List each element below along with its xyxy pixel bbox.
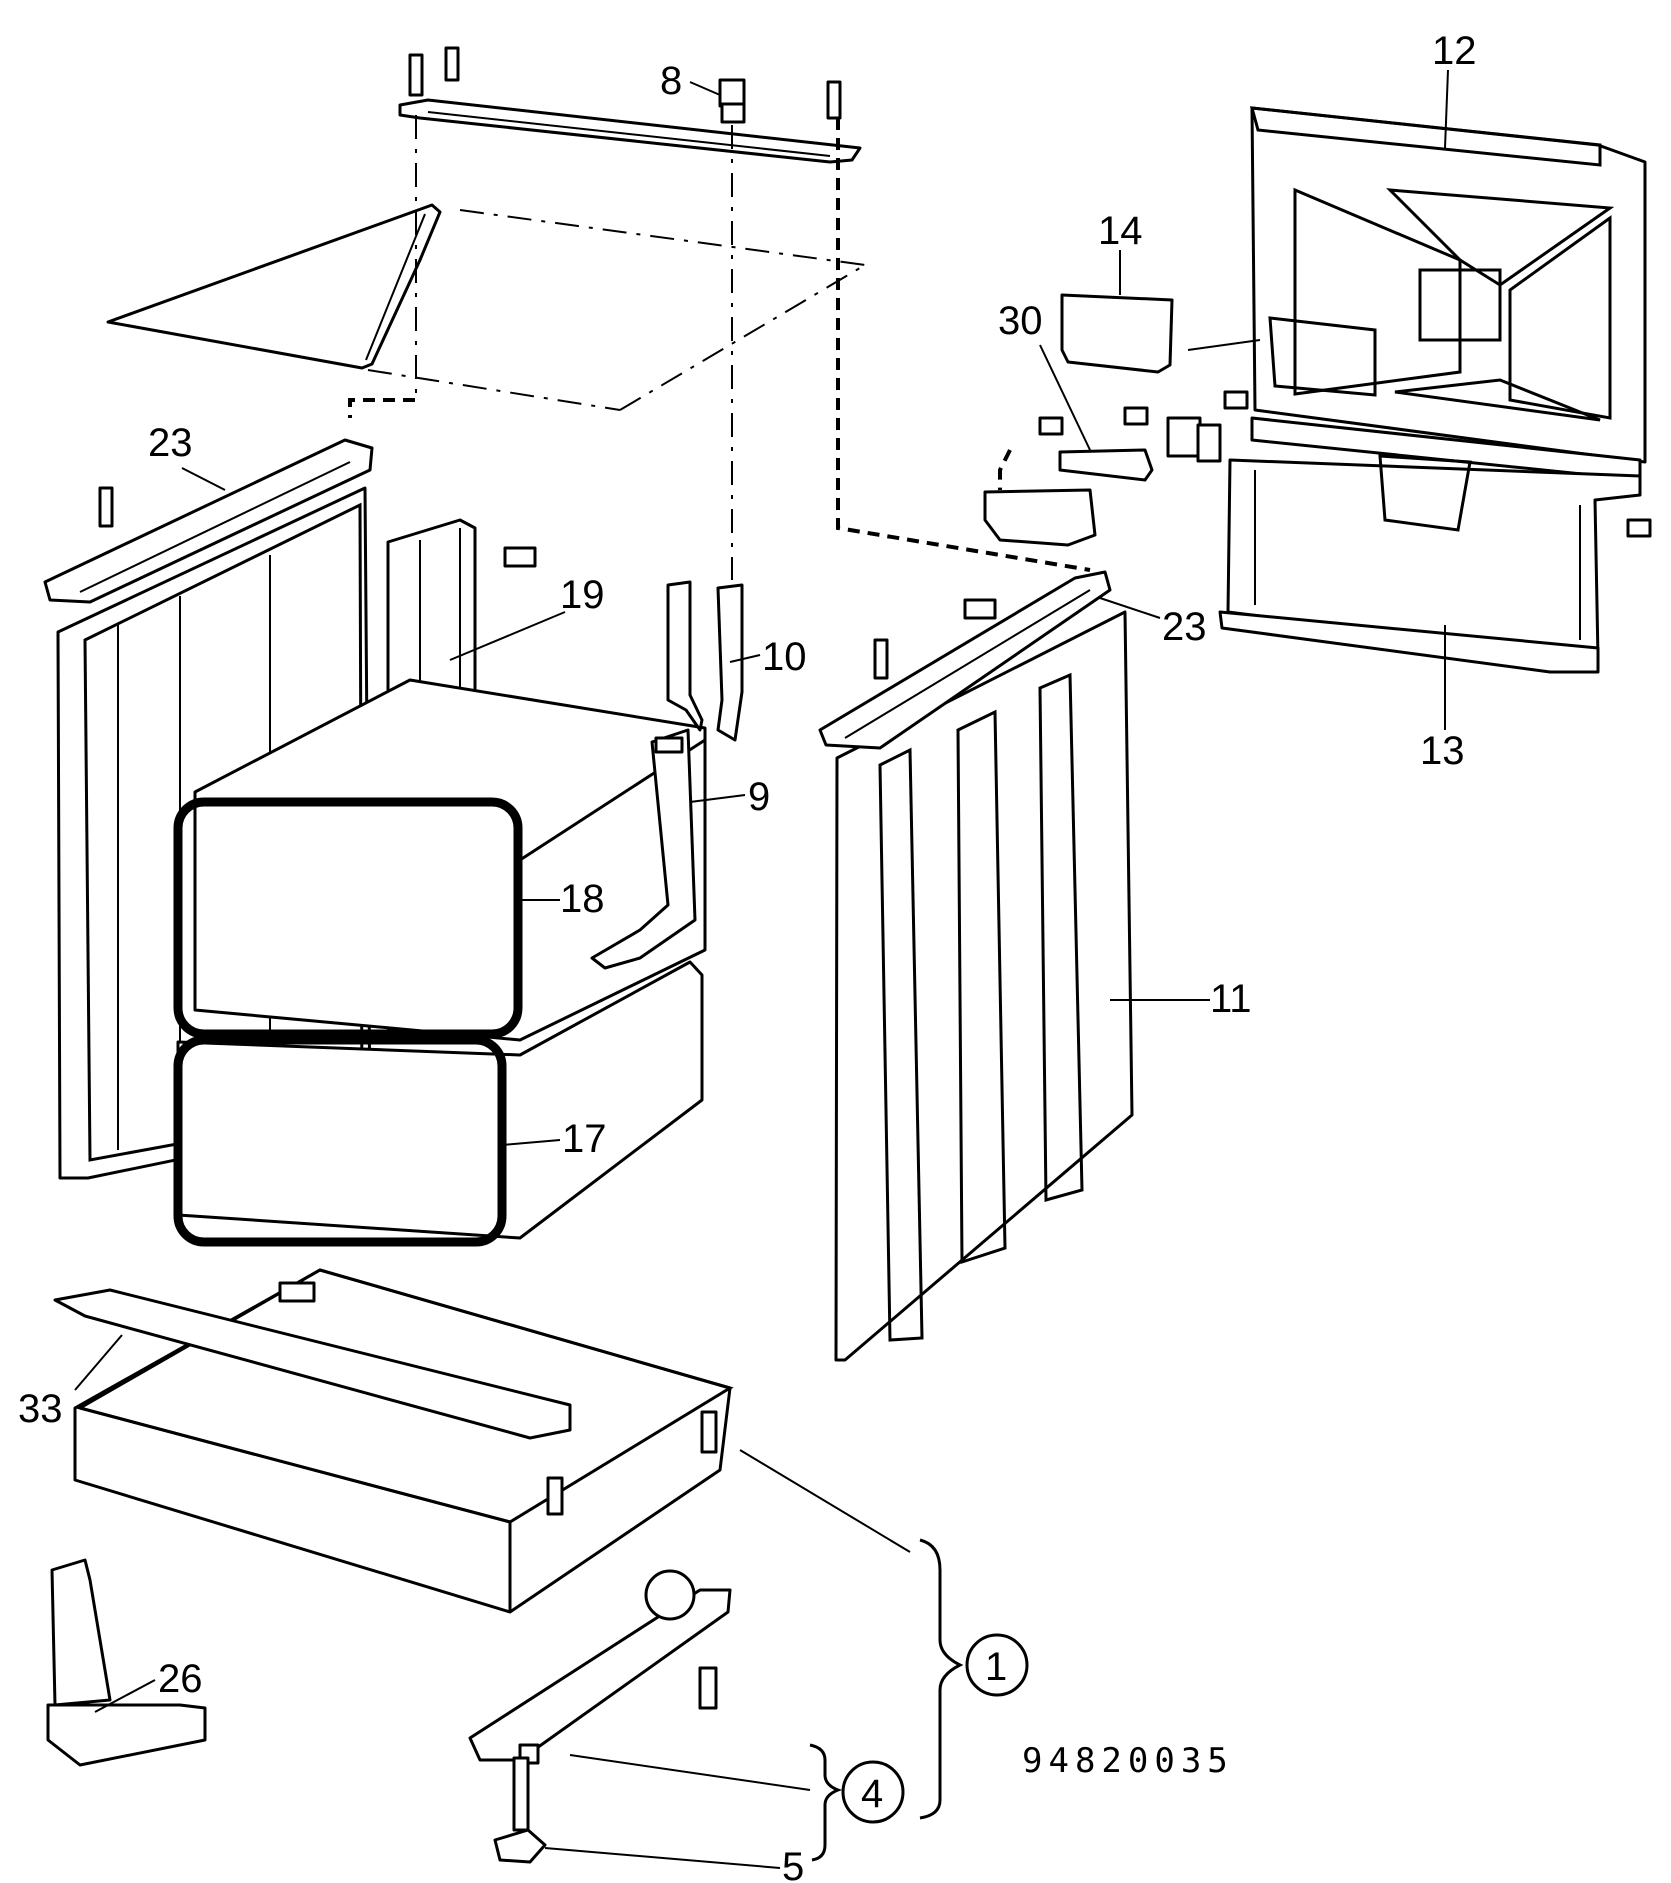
label-4: 4: [861, 1772, 883, 1816]
callout-circles: [841, 1633, 1029, 1824]
label-33: 33: [18, 1387, 63, 1431]
label-23-left: 23: [148, 421, 193, 465]
label-30: 30: [998, 299, 1043, 343]
back-panel-12: [1249, 106, 1647, 482]
label-13: 13: [1420, 729, 1465, 773]
pipe-9: [590, 728, 697, 970]
right-side-panel-11: [834, 610, 1134, 1362]
label-8: 8: [660, 59, 682, 103]
top-rail-right-23: [818, 570, 1112, 750]
label-11: 11: [1210, 977, 1252, 1021]
pipe-10: [666, 580, 744, 742]
base-frame-1: [53, 1268, 734, 1614]
glass-shelf: [106, 203, 442, 370]
label-5: 5: [782, 1845, 804, 1883]
label-26: 26: [158, 1657, 203, 1701]
lower-box-17: [173, 960, 704, 1247]
label-10: 10: [762, 635, 807, 679]
label-1: 1: [985, 1645, 1007, 1689]
top-rail-left-23: [43, 438, 374, 604]
top-rail: [398, 46, 862, 164]
bracket-30: [983, 390, 1652, 547]
plate-14: [1060, 293, 1174, 374]
bottom-panel-13: [1218, 454, 1642, 674]
drawing-number: 94820035: [1022, 1741, 1234, 1781]
braces: [809, 1538, 964, 1862]
foot-26: [46, 1558, 207, 1767]
wheel-rail-4: [468, 1569, 732, 1765]
label-23-right: 23: [1162, 605, 1207, 649]
label-18: 18: [560, 877, 605, 921]
inner-box-18: [173, 678, 707, 1042]
leveling-foot-5: [493, 1756, 547, 1864]
part-labels: 12 8 14 30 23 19 23 10 13 9 18 11 17 33 …: [18, 29, 1477, 1883]
label-9: 9: [748, 775, 770, 819]
leader-lines: [74, 69, 1449, 1869]
label-19: 19: [560, 573, 605, 617]
label-17: 17: [562, 1117, 607, 1161]
label-12: 12: [1432, 29, 1477, 73]
label-14: 14: [1098, 209, 1143, 253]
assembly-lines: [348, 115, 1091, 580]
